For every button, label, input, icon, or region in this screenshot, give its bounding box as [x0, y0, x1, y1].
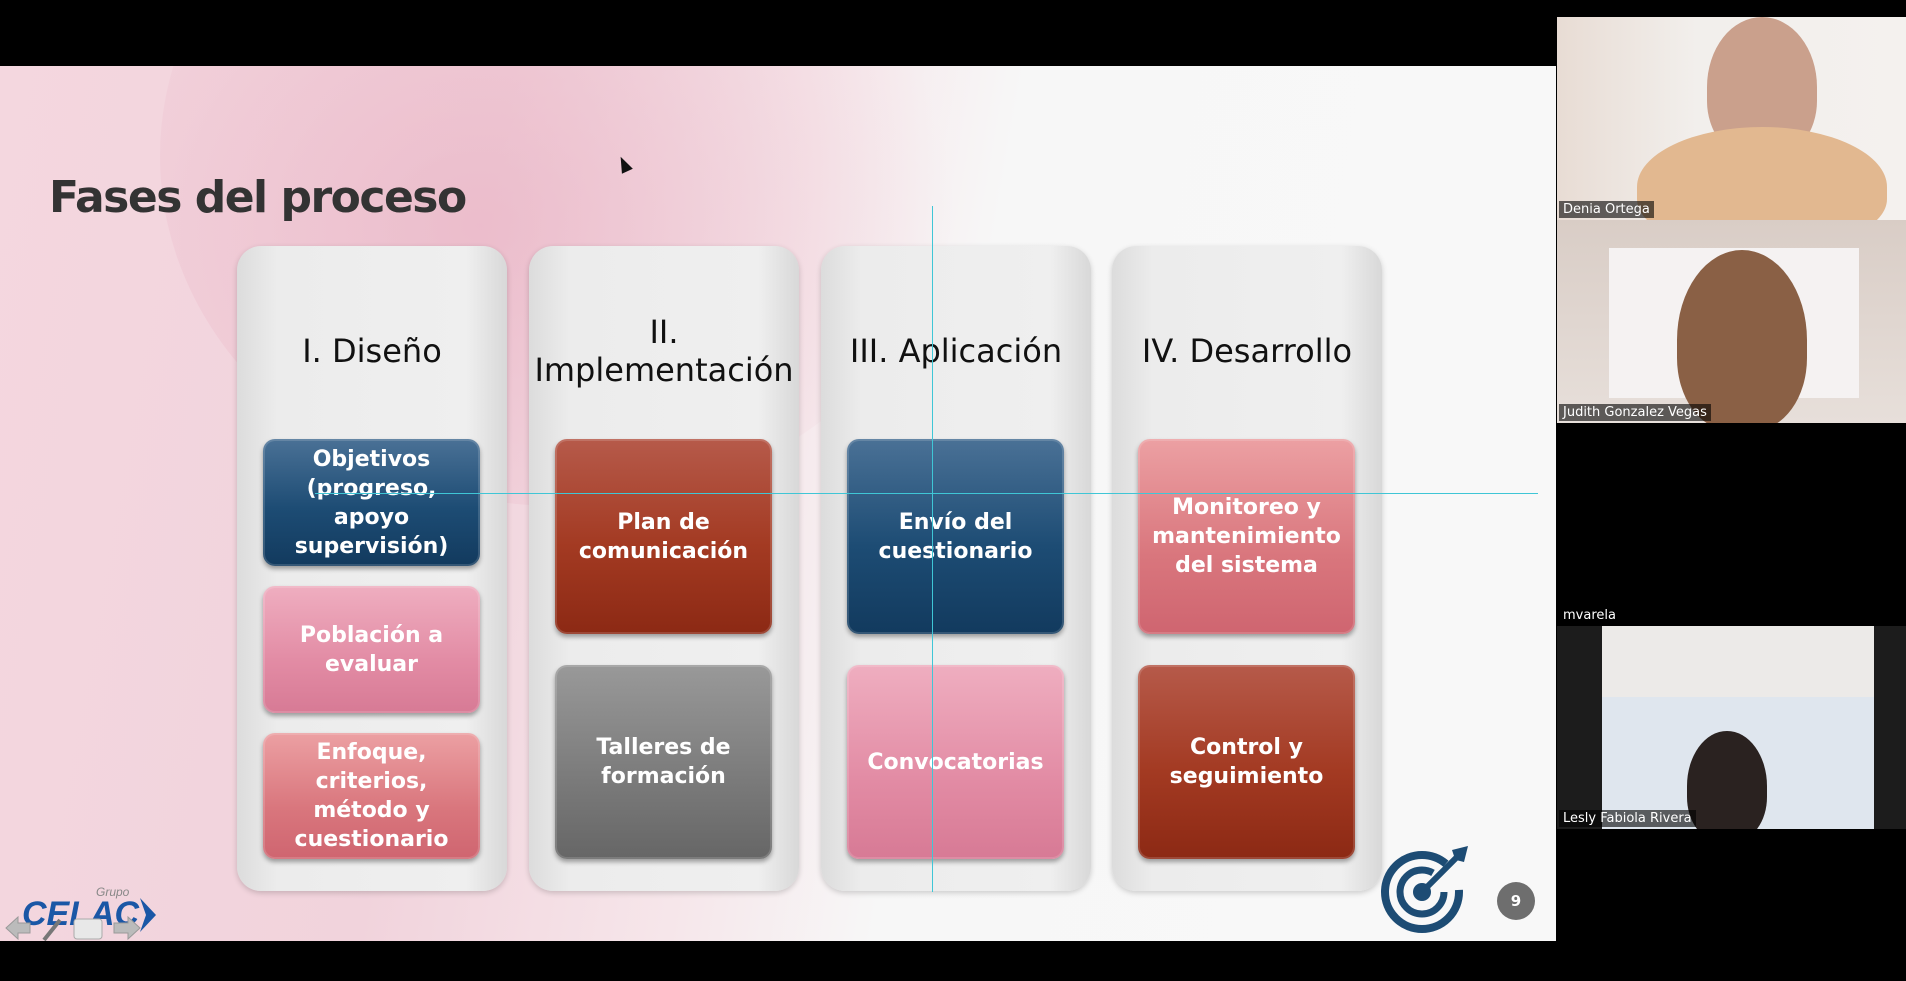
participant-video-tile[interactable]: Denia Ortega [1557, 17, 1906, 220]
phase-item: Talleres de formación [555, 665, 772, 859]
phase-item: Objetivos (progreso, apoyo supervisión) [263, 439, 480, 566]
menu-icon[interactable] [73, 918, 103, 940]
crosshair-vertical [932, 206, 933, 892]
svg-text:Grupo: Grupo [96, 885, 130, 899]
phase-item: Monitoreo y mantenimiento del sistema [1138, 439, 1355, 634]
phase-item: Convocatorias [847, 665, 1064, 859]
participant-video [1677, 250, 1807, 423]
phase-column-diseno: I. Diseño Objetivos (progreso, apoyo sup… [237, 246, 507, 891]
slide-title: Fases del proceso [49, 172, 467, 223]
phase-column-desarrollo: IV. Desarrollo Monitoreo y mantenimiento… [1112, 246, 1382, 891]
pen-icon[interactable] [42, 918, 62, 941]
page-number-badge: 9 [1497, 882, 1535, 920]
phase-item: Plan de comunicación [555, 439, 772, 634]
phase-column-aplicacion: III. Aplicación Envío del cuestionario C… [821, 246, 1091, 891]
participant-name: Denia Ortega [1559, 201, 1654, 218]
participant-person [1687, 731, 1767, 829]
phase-heading: IV. Desarrollo [1141, 332, 1353, 370]
phase-column-implementacion: II. Implementación Plan de comunicación … [529, 246, 799, 891]
previous-slide-icon[interactable] [5, 915, 31, 941]
target-icon [1381, 846, 1468, 933]
participant-video-tile[interactable]: mvarela [1557, 423, 1906, 626]
slideshow-nav-controls[interactable] [4, 914, 144, 941]
crosshair-horizontal [315, 493, 1538, 494]
phase-heading: I. Diseño [302, 332, 442, 370]
phase-heading: II. Implementación [534, 313, 794, 389]
participant-video-body [1637, 127, 1887, 220]
participant-name: Lesly Fabiola Rivera [1559, 810, 1696, 827]
phase-item: Envío del cuestionario [847, 439, 1064, 634]
phase-item: Enfoque, criterios, método y cuestionari… [263, 733, 480, 859]
participant-name: Judith Gonzalez Vegas [1559, 404, 1711, 421]
presentation-slide: Fases del proceso I. Diseño Objetivos (p… [0, 66, 1556, 941]
phase-heading: III. Aplicación [849, 332, 1063, 370]
next-slide-icon[interactable] [113, 915, 141, 941]
phase-item: Control y seguimiento [1138, 665, 1355, 859]
participant-name: mvarela [1559, 607, 1620, 624]
participant-video-tile[interactable]: Judith Gonzalez Vegas [1557, 220, 1906, 423]
participant-video-tile[interactable]: Lesly Fabiola Rivera [1557, 626, 1906, 829]
phase-item: Población a evaluar [263, 586, 480, 713]
